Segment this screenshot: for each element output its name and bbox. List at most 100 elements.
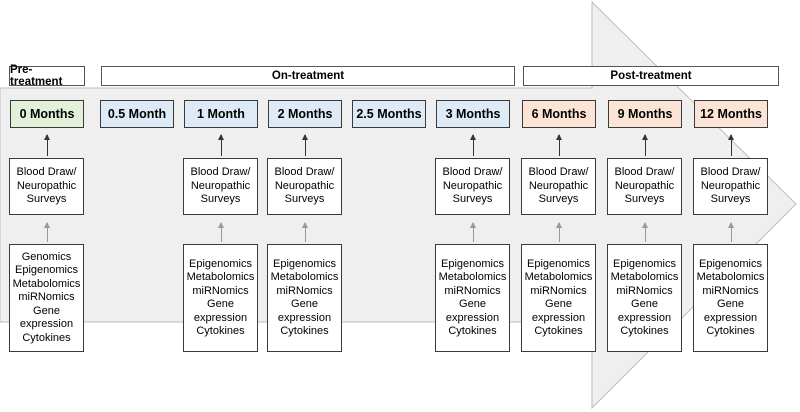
timepoint-label: 0 Months (19, 107, 75, 121)
timepoint-box: 0.5 Month (100, 100, 174, 128)
survey-text-line: Blood Draw/ (442, 166, 503, 179)
assay-text-line: Metabolomics (12, 277, 81, 290)
phase-on-treatment: On-treatment (101, 66, 515, 86)
assay-text-line: expression (19, 318, 74, 331)
assay-text-line: expression (277, 311, 332, 324)
connector-arrow (642, 222, 648, 242)
assay-text-line: Metabolomics (438, 271, 507, 283)
assay-text-line: Epigenomics (527, 257, 590, 270)
timepoint-label: 6 Months (531, 107, 587, 121)
assay-text-line: Gene (631, 298, 658, 310)
survey-text-line: Neuropathic (16, 179, 77, 192)
assay-text-line: expression (531, 311, 586, 324)
assay-text-line: Gene (33, 304, 60, 317)
timepoint-box: 2.5 Months (352, 100, 426, 128)
assay-text-line: Cytokines (706, 325, 755, 337)
timepoint-label: 3 Months (445, 107, 501, 121)
assay-text-line: Cytokines (22, 331, 71, 344)
assay-text-line: Metabolomics (270, 271, 339, 283)
phase-pre-treatment: Pre-treatment (9, 64, 85, 88)
timepoint-box: 0 Months (10, 100, 84, 128)
connector-arrow (728, 134, 734, 156)
assay-text-line: expression (703, 311, 758, 324)
assay-text-line: miRNomics (530, 284, 587, 297)
timepoint-box: 12 Months (694, 100, 768, 128)
assay-text-line: Epigenomics (273, 257, 336, 270)
assay-text-line: Cytokines (534, 325, 583, 337)
assay-text-line: Metabolomics (610, 271, 679, 283)
assay-text-line: Cytokines (620, 325, 669, 337)
survey-text-line: Surveys (624, 193, 665, 206)
connector-arrow (302, 222, 308, 242)
connector-arrow (470, 222, 476, 242)
assay-text-line: Gene (207, 298, 234, 310)
timepoint-label: 0.5 Month (107, 107, 167, 121)
survey-text-line: Blood Draw/ (614, 166, 675, 179)
survey-text-line: Surveys (284, 193, 325, 206)
timepoint-box: 1 Month (184, 100, 258, 128)
timepoint-box: 3 Months (436, 100, 510, 128)
survey-text-line: Surveys (538, 193, 579, 206)
assay-text-line: Epigenomics (613, 257, 676, 270)
assay-text-line: miRNomics (702, 284, 759, 297)
timepoint-label: 1 Month (197, 107, 245, 121)
survey-text-line: Neuropathic (528, 179, 589, 192)
survey-text-line: Surveys (710, 193, 751, 206)
connector-arrow (302, 134, 308, 156)
timepoint-label: 12 Months (700, 107, 762, 121)
connector-arrow (642, 134, 648, 156)
timepoint-label: 2 Months (277, 107, 333, 121)
assay-text-line: expression (445, 311, 500, 324)
assay-text-line: Epigenomics (441, 257, 504, 270)
connector-arrow (728, 222, 734, 242)
survey-text-line: Blood Draw/ (274, 166, 335, 179)
assay-text-line: miRNomics (616, 284, 673, 297)
timepoint-box: 9 Months (608, 100, 682, 128)
assay-text-line: Metabolomics (524, 271, 593, 283)
phase-label: Pre-treatment (10, 64, 63, 88)
assay-text-line: Metabolomics (696, 271, 765, 283)
connector-arrow (44, 134, 50, 156)
assay-text-line: Cytokines (280, 325, 329, 337)
survey-text-line: Blood Draw/ (700, 166, 761, 179)
timepoint-box: 6 Months (522, 100, 596, 128)
phase-label: On-treatment (271, 70, 345, 82)
assay-text-line: Cytokines (196, 325, 245, 337)
assay-text-line: Gene (291, 298, 318, 310)
assay-text-line: expression (193, 311, 248, 324)
assay-text-line: Gene (717, 298, 744, 310)
connector-arrow (556, 134, 562, 156)
survey-text-line: Neuropathic (274, 179, 335, 192)
assay-text-line: Gene (459, 298, 486, 310)
assay-text-line: Epigenomics (15, 264, 78, 277)
connector-arrow (218, 134, 224, 156)
survey-text-line: Surveys (200, 193, 241, 206)
phase-post-treatment: Post-treatment (523, 66, 779, 86)
survey-text-line: Neuropathic (700, 179, 761, 192)
connector-arrow (218, 222, 224, 242)
phase-label: Post-treatment (610, 70, 692, 82)
timepoint-label: 2.5 Months (356, 107, 422, 121)
connector-arrow (44, 222, 50, 242)
assay-text-line: Epigenomics (189, 257, 252, 270)
connector-arrow (470, 134, 476, 156)
assay-text-line: miRNomics (192, 284, 249, 297)
survey-text-line: Blood Draw/ (190, 166, 251, 179)
assay-text-line: expression (617, 311, 672, 324)
survey-text-line: Blood Draw/ (528, 166, 589, 179)
survey-text-line: Blood Draw/ (16, 166, 77, 179)
timepoint-label: 9 Months (617, 107, 673, 121)
